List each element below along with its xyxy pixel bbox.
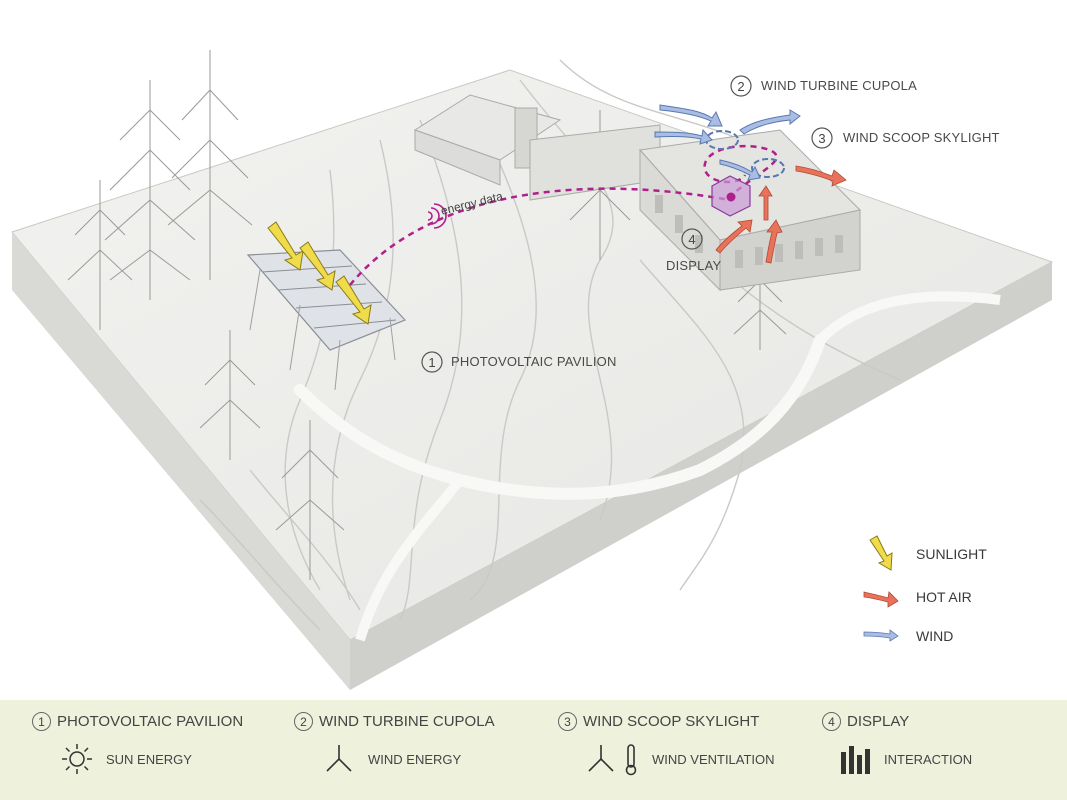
hot-air-arrow-icon bbox=[863, 591, 899, 608]
sunlight-arrow-icon bbox=[869, 535, 893, 571]
callout-2-label: WIND TURBINE CUPOLA bbox=[761, 78, 917, 93]
footer-sub-display: INTERACTION bbox=[838, 742, 972, 776]
callout-1-label: PHOTOVOLTAIC PAVILION bbox=[451, 354, 617, 369]
footer-sub-label: WIND ENERGY bbox=[368, 751, 462, 767]
footer-sub-pv: SUN ENERGY bbox=[60, 742, 192, 776]
wind-arrow-icon bbox=[863, 629, 899, 642]
footer-title: WIND SCOOP SKYLIGHT bbox=[583, 713, 760, 730]
legend-sunlight: SUNLIGHT bbox=[869, 535, 987, 571]
callout-1: 1 PHOTOVOLTAIC PAVILION bbox=[421, 351, 617, 373]
legend-hot-air-label: HOT AIR bbox=[916, 589, 972, 605]
site-diagram: energy data 1 PHOTOVOLTAIC PAVILION 2 WI… bbox=[11, 50, 1054, 690]
footer-title: PHOTOVOLTAIC PAVILION bbox=[57, 713, 244, 730]
map-legend: SUNLIGHT HOT AIR WIND bbox=[863, 535, 987, 644]
callout-3-number: 3 bbox=[818, 131, 825, 146]
wind-thermometer-icon bbox=[588, 744, 637, 776]
farm-buildings bbox=[413, 94, 862, 292]
wind-arrows bbox=[654, 104, 801, 181]
footer-number: 3 bbox=[558, 712, 577, 731]
callout-4: 4 DISPLAY bbox=[666, 228, 721, 273]
callout-1-number: 1 bbox=[428, 355, 435, 370]
wind-turbine-icon bbox=[326, 745, 352, 772]
footer-key: 1 PHOTOVOLTAIC PAVILION SUN ENERGY 2 WIN… bbox=[0, 700, 1067, 800]
display-hexagon bbox=[711, 175, 751, 217]
callout-4-label: DISPLAY bbox=[666, 258, 721, 273]
legend-wind-label: WIND bbox=[916, 628, 953, 644]
callout-3: 3 WIND SCOOP SKYLIGHT bbox=[811, 127, 1000, 149]
callout-2: 2 WIND TURBINE CUPOLA bbox=[730, 75, 917, 97]
callout-4-number: 4 bbox=[688, 232, 695, 247]
legend-hot-air: HOT AIR bbox=[863, 589, 972, 608]
footer-sub-label: SUN ENERGY bbox=[106, 751, 192, 767]
footer-number: 2 bbox=[294, 712, 313, 731]
footer-item-pv: 1 PHOTOVOLTAIC PAVILION bbox=[32, 712, 243, 731]
footer-item-skylight: 3 WIND SCOOP SKYLIGHT bbox=[558, 712, 759, 731]
footer-sub-label: INTERACTION bbox=[884, 751, 973, 767]
sunlight-arrows bbox=[267, 221, 372, 325]
footer-title: DISPLAY bbox=[847, 713, 910, 730]
hot-air-arrows bbox=[715, 165, 847, 264]
footer-number: 1 bbox=[32, 712, 51, 731]
footer-item-display: 4 DISPLAY bbox=[822, 712, 909, 731]
footer-sub-skylight: WIND VENTILATION bbox=[584, 742, 775, 776]
footer-sub-cupola: WIND ENERGY bbox=[322, 742, 461, 776]
footer-title: WIND TURBINE CUPOLA bbox=[319, 713, 495, 730]
sun-icon bbox=[62, 744, 92, 774]
legend-sunlight-label: SUNLIGHT bbox=[916, 546, 987, 562]
legend-wind: WIND bbox=[863, 628, 953, 644]
signal-icon bbox=[427, 203, 447, 229]
footer-item-cupola: 2 WIND TURBINE CUPOLA bbox=[294, 712, 495, 731]
callout-3-label: WIND SCOOP SKYLIGHT bbox=[843, 130, 1000, 145]
footer-sub-label: WIND VENTILATION bbox=[652, 751, 775, 767]
callout-2-number: 2 bbox=[737, 79, 744, 94]
footer-number: 4 bbox=[822, 712, 841, 731]
bar-chart-icon bbox=[841, 746, 870, 774]
